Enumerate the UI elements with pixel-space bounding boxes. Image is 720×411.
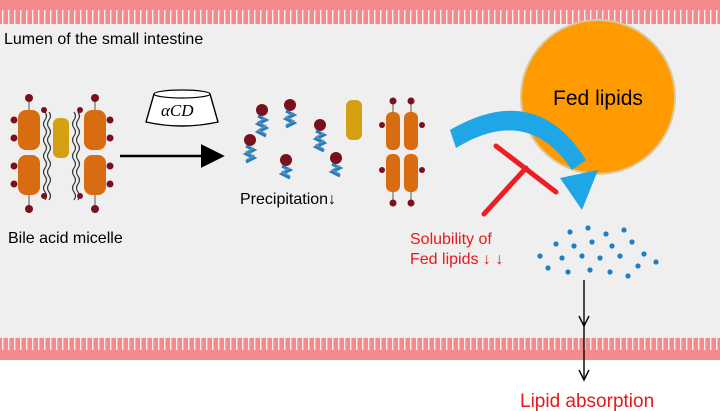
alpha-cd-label: αCD (161, 101, 194, 120)
solubilization-arrow-icon (450, 110, 598, 210)
solubility-label-line2: Fed lipids ↓ ↓ (410, 251, 503, 268)
dispersed-lipid-dots (537, 225, 659, 279)
bile-acid-micelle (10, 94, 114, 213)
solubility-label-line1: Solubility of (410, 231, 492, 248)
inhibit-t-bar-icon (481, 143, 559, 217)
bile-micelle-label: Bile acid micelle (8, 230, 123, 247)
lumen-label: Lumen of the small intestine (4, 31, 203, 48)
cyclodextrin-cone-icon (145, 89, 219, 127)
bottom-intestinal-wall (0, 338, 720, 360)
free-molecule (346, 100, 362, 140)
absorption-arrow-head-1 (578, 315, 590, 328)
top-intestinal-wall (0, 0, 720, 24)
remaining-micelle (379, 97, 425, 207)
fed-lipids-label: Fed lipids (553, 87, 643, 110)
below-wall-area (0, 360, 720, 411)
lipid-absorption-label: Lipid absorption (520, 391, 654, 411)
precipitate-complexes (242, 99, 344, 180)
precipitation-label: Precipitation↓ (240, 191, 336, 208)
absorption-arrow-head-2 (578, 369, 590, 382)
